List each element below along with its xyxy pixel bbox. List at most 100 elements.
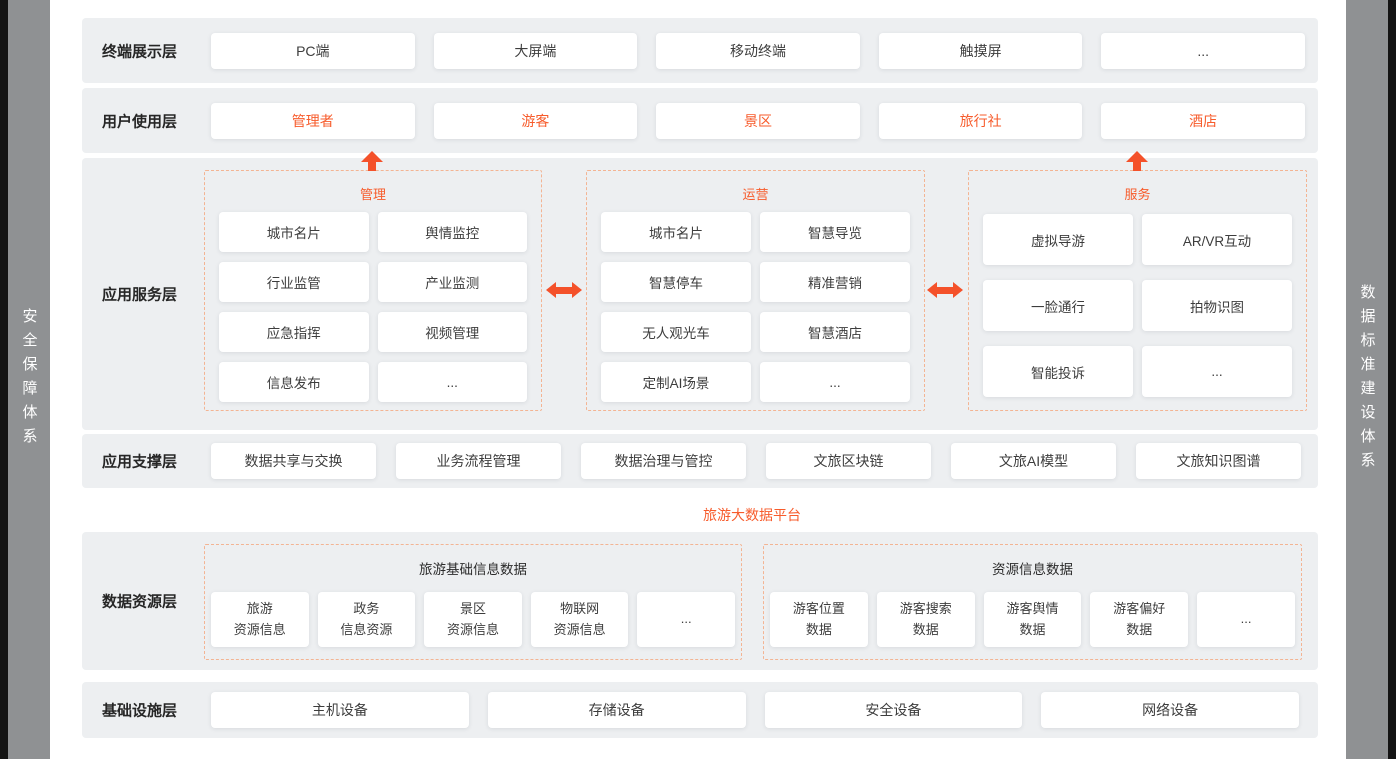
support-item: 数据共享与交换 [211, 443, 376, 479]
user-usage-layer: 用户使用层 管理者 游客 景区 旅行社 酒店 [82, 88, 1318, 153]
service-item: 一脸通行 [983, 280, 1133, 331]
service-item: ... [760, 362, 910, 402]
infra-item: 网络设备 [1041, 692, 1299, 728]
application-service-layer: 应用服务层 管理 城市名片 舆情监控 行业监管 产业监测 应急指挥 视频管理 信… [82, 158, 1318, 430]
resource-info-data-group: 资源信息数据 游客位置 数据 游客搜索 数据 游客舆情 数据 游客偏好 数据 .… [763, 544, 1302, 660]
group-title: 旅游基础信息数据 [419, 562, 527, 577]
infra-item: 主机设备 [211, 692, 469, 728]
data-item: 物联网 资源信息 [530, 592, 629, 647]
group-title: 管理 [359, 187, 386, 202]
layer-label: 应用支撑层 [102, 453, 178, 471]
infrastructure-layer: 基础设施层 主机设备 存储设备 安全设备 网络设备 [82, 682, 1318, 738]
security-system-label: 安全保障体系 [20, 307, 38, 452]
service-item: 应急指挥 [219, 312, 369, 352]
service-item: 舆情监控 [377, 212, 527, 252]
terminal-display-layer: 终端展示层 PC端 大屏端 移动终端 触摸屏 ... [82, 18, 1318, 83]
arrow-head [572, 282, 582, 298]
arrow-shaft [937, 286, 953, 294]
group-title: 服务 [1124, 187, 1151, 202]
data-item: 游客舆情 数据 [983, 592, 1082, 647]
data-item: 游客搜索 数据 [876, 592, 975, 647]
user-item: 景区 [656, 102, 860, 139]
terminal-card-row: PC端 大屏端 移动终端 触摸屏 ... [211, 32, 1305, 69]
service-item: 智慧停车 [601, 262, 751, 302]
support-item: 文旅AI模型 [951, 443, 1116, 479]
terminal-item: 大屏端 [433, 32, 638, 69]
service-item: 拍物识图 [1142, 280, 1292, 331]
resource-data-row: 游客位置 数据 游客搜索 数据 游客舆情 数据 游客偏好 数据 ... [770, 592, 1295, 647]
data-item: 旅游 资源信息 [211, 592, 309, 647]
support-item: 业务流程管理 [396, 443, 561, 479]
terminal-item: 移动终端 [656, 32, 860, 69]
infra-card-row: 主机设备 存储设备 安全设备 网络设备 [211, 692, 1299, 728]
big-data-platform-caption: 旅游大数据平台 [703, 507, 801, 523]
left-edge-bar [0, 0, 8, 759]
service-item: 行业监管 [219, 262, 369, 302]
service-item: 虚拟导游 [983, 214, 1133, 265]
arrow-head [1126, 151, 1148, 162]
terminal-item: PC端 [211, 32, 415, 69]
support-item: 文旅知识图谱 [1136, 443, 1301, 479]
arrow-shaft [368, 162, 376, 171]
layer-label: 终端展示层 [102, 43, 178, 60]
support-item: 数据治理与管控 [581, 443, 746, 479]
service-item: AR/VR互动 [1142, 214, 1292, 265]
infra-item: 存储设备 [487, 692, 746, 728]
layer-label: 应用服务层 [102, 286, 178, 304]
service-item: 智慧酒店 [760, 312, 910, 352]
data-item: ... [1197, 592, 1295, 647]
service-item: 视频管理 [377, 312, 527, 352]
layer-label: 数据资源层 [102, 593, 178, 611]
user-item: 游客 [433, 102, 638, 139]
service-item: ... [377, 362, 527, 402]
application-support-layer: 应用支撑层 数据共享与交换 业务流程管理 数据治理与管控 文旅区块链 文旅AI模… [82, 434, 1318, 488]
operation-grid: 城市名片 智慧导览 智慧停车 精准营销 无人观光车 智慧酒店 定制AI场景 ..… [601, 212, 910, 402]
service-item: 城市名片 [601, 212, 751, 252]
arrow-head [953, 282, 963, 298]
service-item: 信息发布 [219, 362, 369, 402]
user-card-row: 管理者 游客 景区 旅行社 酒店 [211, 102, 1305, 139]
operation-group: 运营 城市名片 智慧导览 智慧停车 精准营销 无人观光车 智慧酒店 定制AI场景… [586, 170, 925, 411]
service-item: 无人观光车 [601, 312, 751, 352]
user-item: 酒店 [1101, 102, 1305, 139]
service-item: 城市名片 [219, 212, 369, 252]
tourism-basic-data-group: 旅游基础信息数据 旅游 资源信息 政务 信息资源 景区 资源信息 物联网 资源信… [204, 544, 742, 660]
terminal-item: 触摸屏 [878, 32, 1083, 69]
up-arrow-icon [1126, 151, 1148, 171]
double-arrow-icon [927, 282, 963, 298]
terminal-item: ... [1101, 32, 1305, 69]
service-item: 智能投诉 [983, 346, 1133, 397]
support-item: 文旅区块链 [766, 443, 931, 479]
user-item: 旅行社 [878, 102, 1083, 139]
double-arrow-icon [546, 282, 582, 298]
right-edge-bar [1388, 0, 1396, 759]
basic-data-row: 旅游 资源信息 政务 信息资源 景区 资源信息 物联网 资源信息 ... [211, 592, 735, 647]
service-item: 定制AI场景 [601, 362, 751, 402]
data-item: 游客偏好 数据 [1090, 592, 1189, 647]
arrow-shaft [556, 286, 572, 294]
arrow-head [361, 151, 383, 162]
data-item: 景区 资源信息 [424, 592, 522, 647]
service-item: 智慧导览 [760, 212, 910, 252]
arrow-head [927, 282, 937, 298]
group-title: 资源信息数据 [992, 562, 1073, 577]
security-system-rail: 安全保障体系 [8, 0, 50, 759]
service-grid: 虚拟导游 AR/VR互动 一脸通行 拍物识图 智能投诉 ... [983, 214, 1292, 397]
group-title: 运营 [742, 187, 769, 202]
data-item: 游客位置 数据 [770, 592, 868, 647]
management-group: 管理 城市名片 舆情监控 行业监管 产业监测 应急指挥 视频管理 信息发布 ..… [204, 170, 542, 411]
user-item: 管理者 [211, 102, 415, 139]
service-item: 产业监测 [377, 262, 527, 302]
data-item: 政务 信息资源 [317, 592, 416, 647]
layer-label: 基础设施层 [102, 702, 178, 720]
data-standard-rail: 数据标准建设体系 [1346, 0, 1388, 759]
support-card-row: 数据共享与交换 业务流程管理 数据治理与管控 文旅区块链 文旅AI模型 文旅知识… [211, 443, 1301, 479]
arrow-shaft [1133, 162, 1141, 171]
data-standard-label: 数据标准建设体系 [1358, 283, 1376, 476]
arrow-head [546, 282, 556, 298]
service-item: ... [1142, 346, 1292, 397]
service-item: 精准营销 [760, 262, 910, 302]
data-item: ... [637, 592, 735, 647]
infra-item: 安全设备 [764, 692, 1023, 728]
